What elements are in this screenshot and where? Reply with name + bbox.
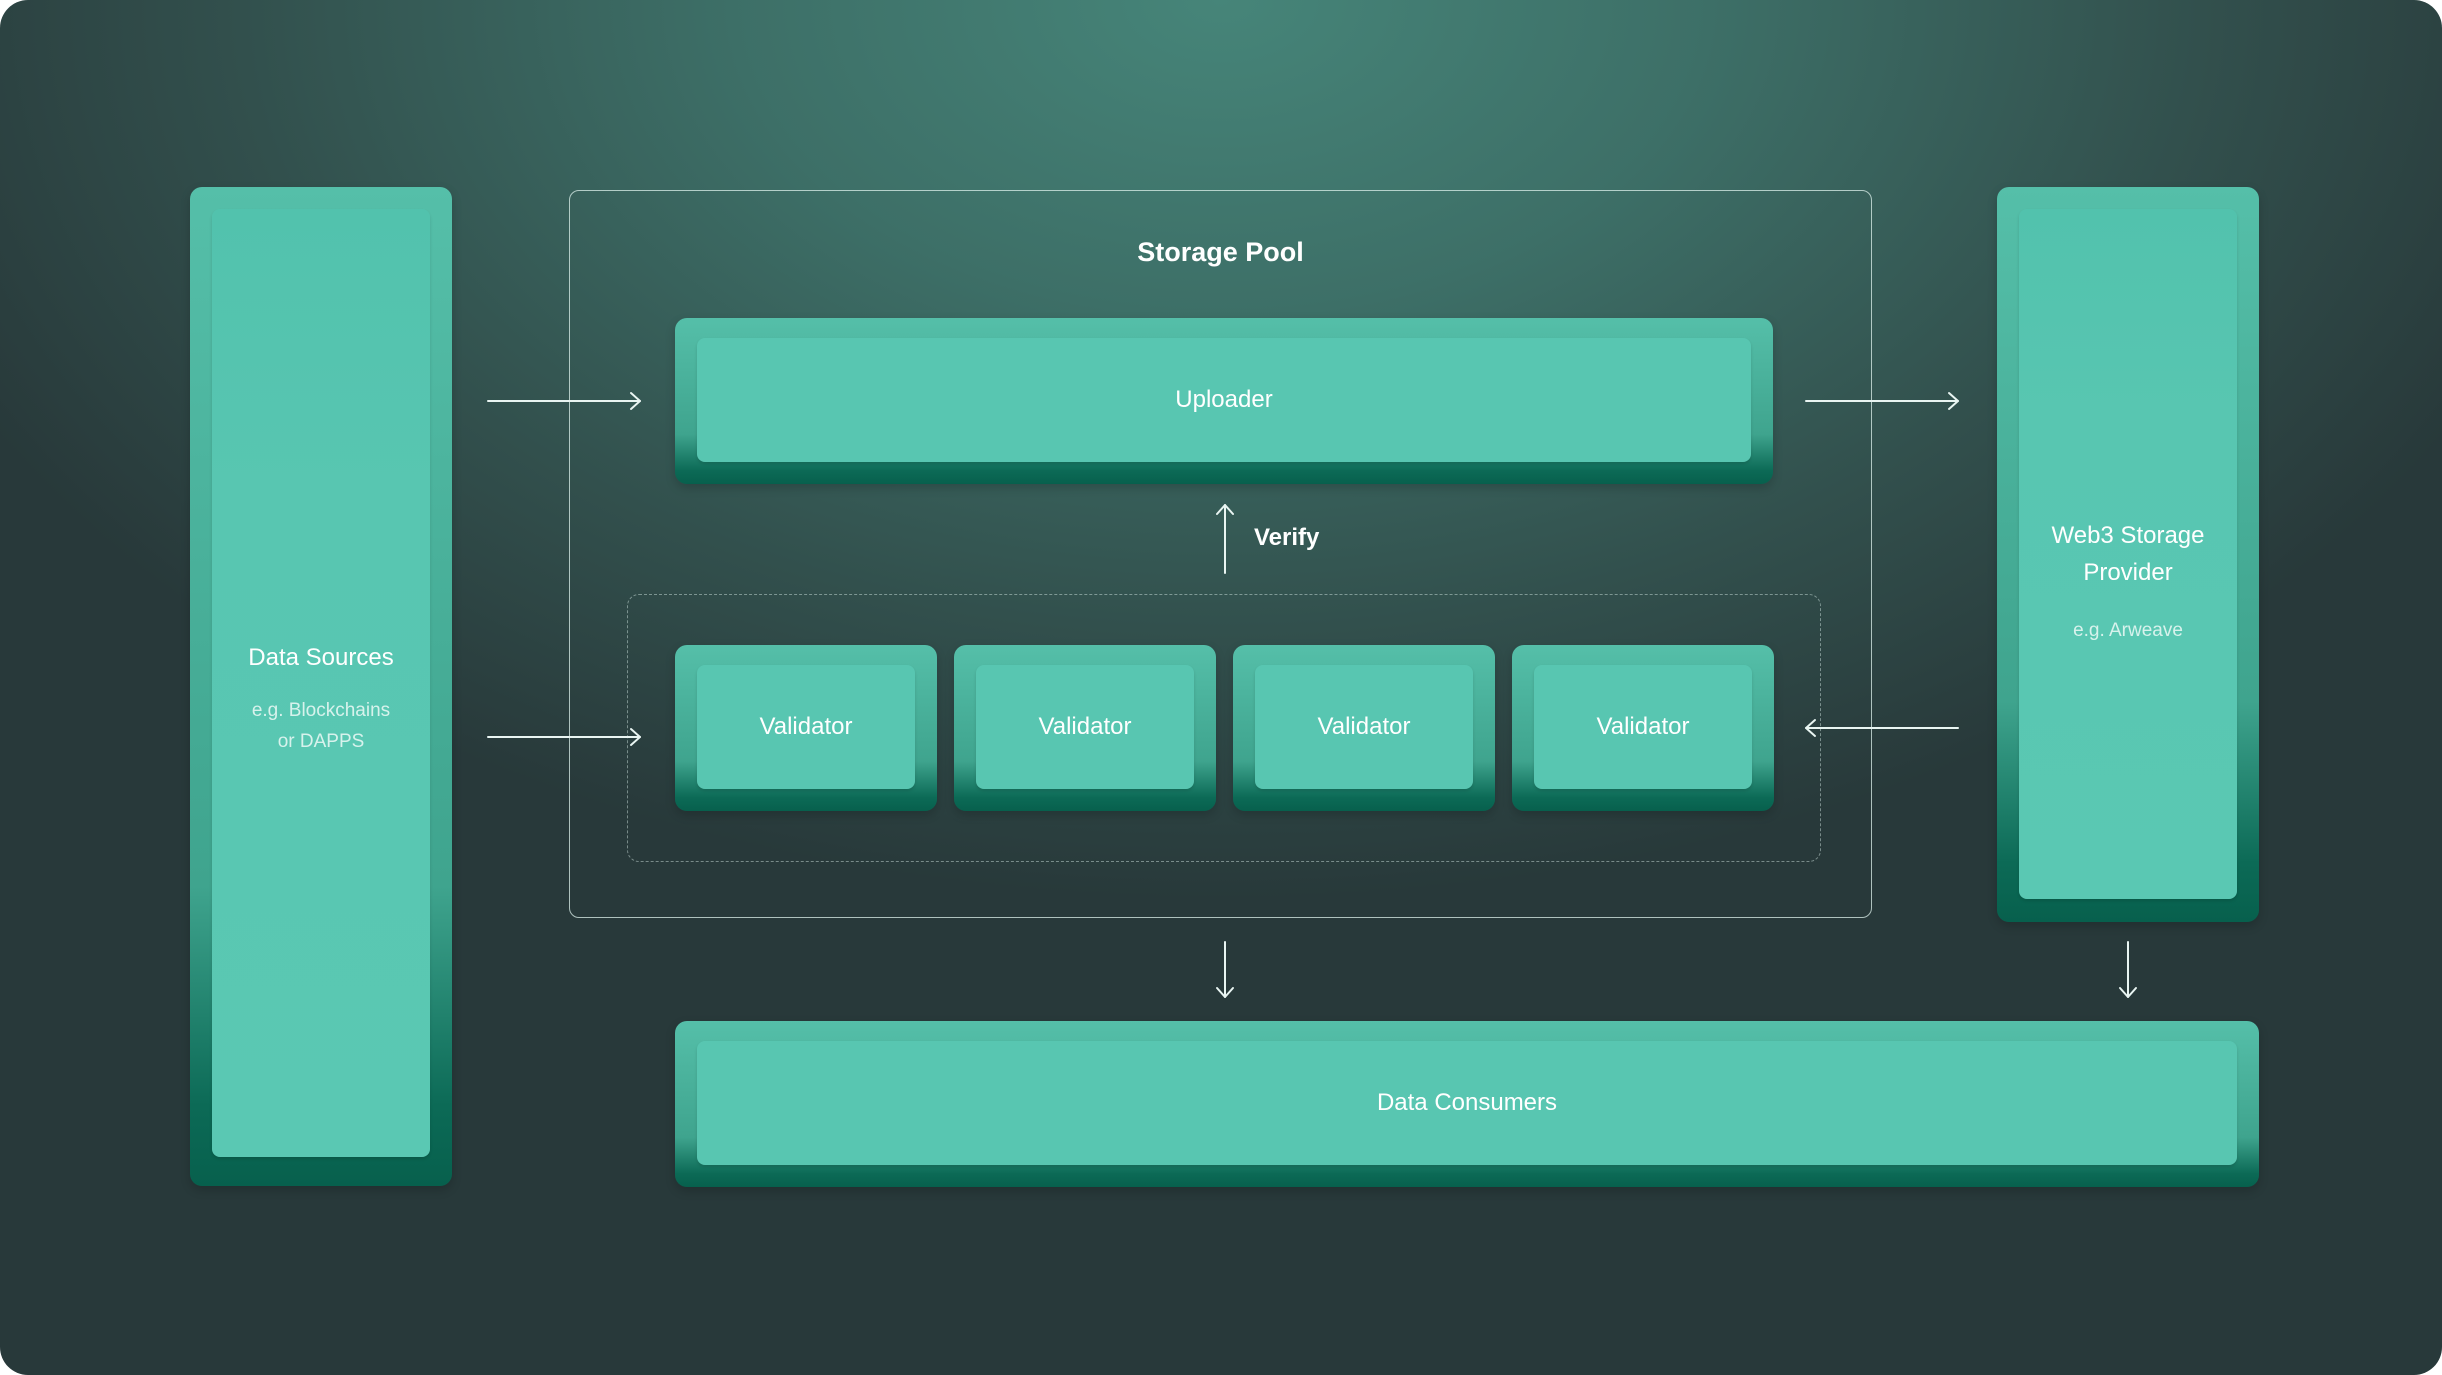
web3-storage-panel: Web3 Storage Provider e.g. Arweave [2019, 209, 2237, 899]
data-sources-block: Data Sources e.g. Blockchains or DAPPS [190, 187, 452, 1186]
storage-pool-title: Storage Pool [1137, 237, 1304, 267]
data-sources-panel: Data Sources e.g. Blockchains or DAPPS [212, 209, 430, 1157]
arrow-right-icon [487, 392, 641, 410]
storage-pool-container: Storage Pool [569, 190, 1872, 918]
validator-label: Validator [1596, 713, 1690, 740]
validator-panel: Validator [1534, 665, 1752, 789]
validator-block: Validator [1512, 645, 1774, 811]
arrow-left-icon [1805, 719, 1959, 737]
arrow-right-icon [487, 728, 641, 746]
validator-block: Validator [1233, 645, 1495, 811]
arrow-down-icon [2119, 941, 2137, 998]
web3-storage-label: Web3 Storage Provider [2051, 522, 2205, 586]
validator-label: Validator [1317, 713, 1411, 740]
validator-label: Validator [759, 713, 853, 740]
validator-block: Validator [675, 645, 937, 811]
validator-block: Validator [954, 645, 1216, 811]
arrow-up-icon [1216, 504, 1234, 574]
data-consumers-label: Data Consumers [1376, 1089, 1558, 1116]
uploader-block: Uploader [675, 318, 1773, 484]
uploader-panel: Uploader [697, 338, 1751, 462]
verify-label: Verify [1254, 524, 1320, 551]
arrow-right-icon [1805, 392, 1959, 410]
arrow-down-icon [1216, 941, 1234, 998]
validator-panel: Validator [697, 665, 915, 789]
validator-panel: Validator [1255, 665, 1473, 789]
validator-label: Validator [1038, 713, 1132, 740]
validator-panel: Validator [976, 665, 1194, 789]
data-consumers-block: Data Consumers [675, 1021, 2259, 1187]
web3-storage-block: Web3 Storage Provider e.g. Arweave [1997, 187, 2259, 922]
data-consumers-panel: Data Consumers [697, 1041, 2237, 1165]
data-sources-subtitle: e.g. Blockchains or DAPPS [251, 700, 391, 752]
web3-storage-subtitle: e.g. Arweave [2073, 620, 2183, 641]
data-sources-label: Data Sources [248, 644, 394, 671]
uploader-label: Uploader [1175, 386, 1273, 413]
